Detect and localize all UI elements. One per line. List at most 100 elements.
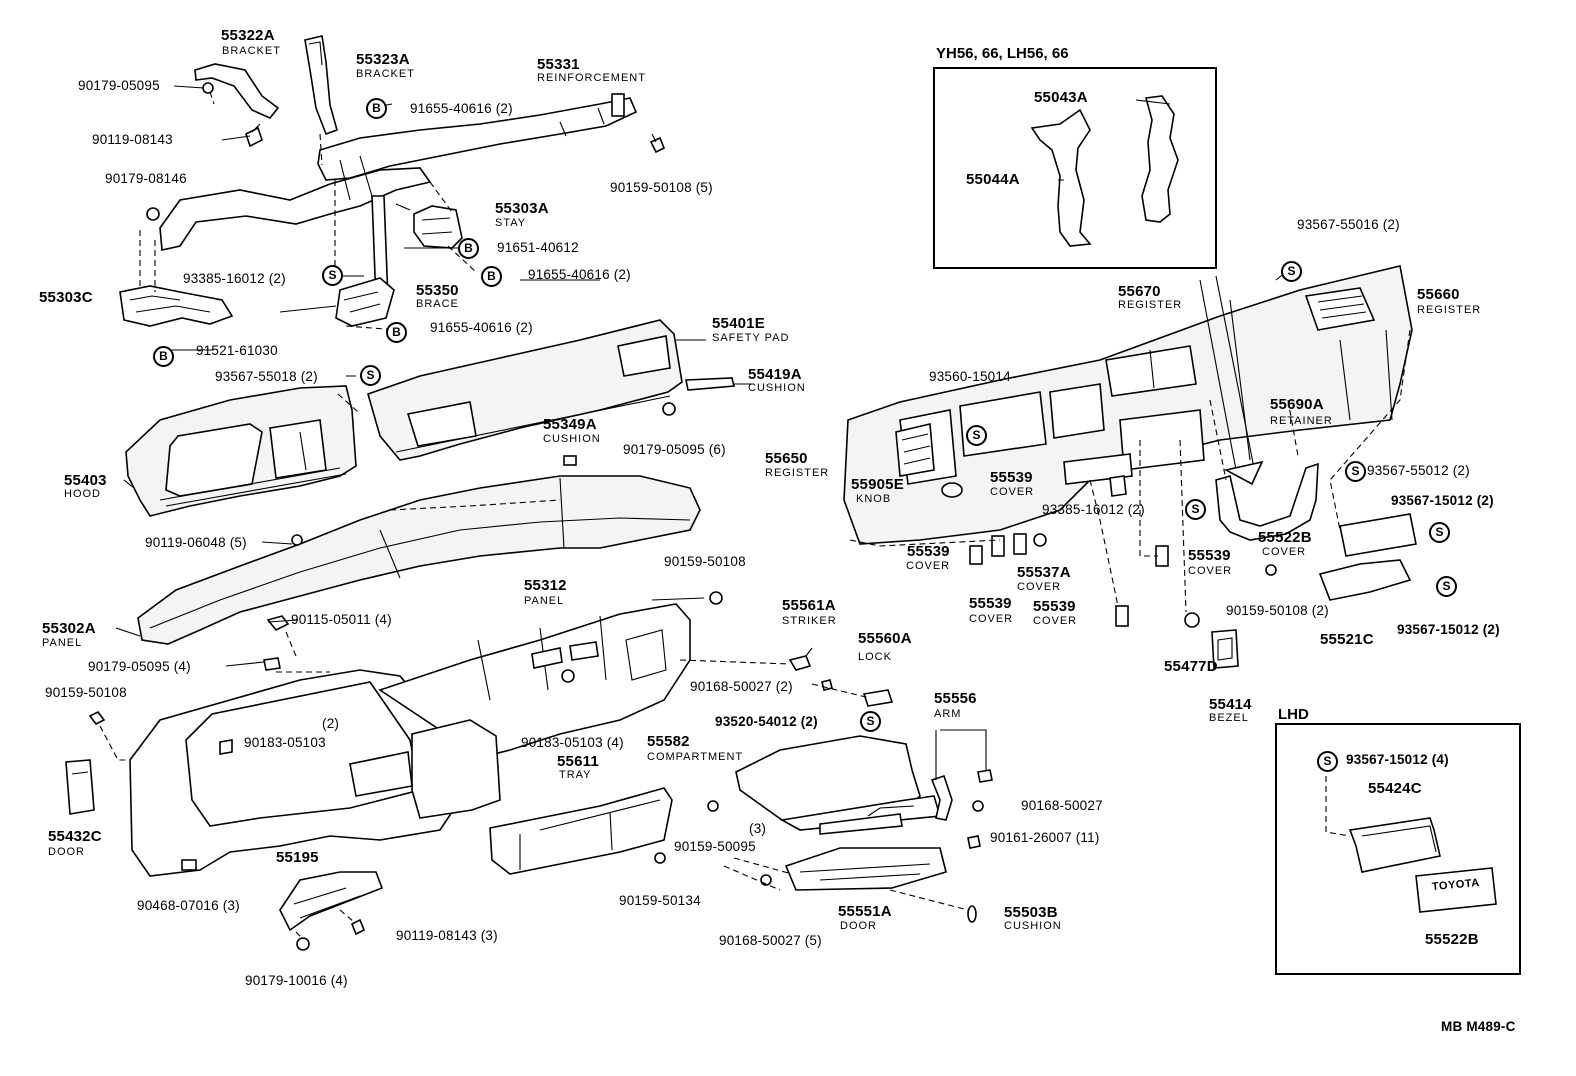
cushion-55503b [967,905,977,923]
bracket-55044a [1030,108,1092,247]
cover-55539-b [969,545,983,565]
label-55650: 55650 [765,450,808,467]
label-panel: PANEL [524,595,565,607]
label-55539: 55539 [1033,598,1076,615]
lock-55560a [862,689,894,707]
label-93385-16012: 93385-16012 (2) [1042,502,1145,517]
cover-55539-f [1115,605,1129,627]
label-90159-50108: 90159-50108 [45,685,127,700]
label-register: REGISTER [1417,304,1482,316]
label-hood: HOOD [64,488,101,500]
label-90161-26007: 90161-26007 (11) [990,830,1100,845]
lhd-box-title: LHD [1278,706,1309,723]
reinforcement-55331-mid [159,167,432,251]
label-93567-15012-4: 93567-15012 (4) [1346,752,1449,767]
b-badge: B [386,322,407,343]
s-badge: S [1429,522,1450,543]
label-55561a: 55561A [782,597,836,614]
cover-55424c [1348,817,1441,873]
label-55424c: 55424C [1368,780,1422,797]
label-90115-05011: 90115-05011 (4) [291,612,392,627]
s-badge: S [1317,751,1338,772]
label-55302a: 55302A [42,620,96,637]
label-90119-06048: 90119-06048 (5) [145,535,247,550]
label-90159-50095: 90159-50095 [674,839,756,854]
variant-box-title: YH56, 66, LH56, 66 [936,45,1069,62]
label-90179-08146: 90179-08146 [105,171,187,186]
label-panel: PANEL [42,637,83,649]
label-arm: ARM [934,708,962,720]
label-93560-15014: 93560-15014 [929,369,1011,384]
yh-box [933,67,1217,269]
label-55582: 55582 [647,733,690,750]
label-90179-05095-4: 90179-05095 (4) [88,659,191,674]
label-bracket: BRACKET [356,68,415,80]
label-cover: COVER [1033,615,1078,627]
label-55419a: 55419A [748,366,802,383]
label-safety-pad: SAFETY PAD [712,332,790,344]
label-90183-05103: 90183-05103 [244,735,326,750]
bracket-55195 [279,871,384,932]
door-55432c [65,759,95,815]
label-91655-40616: 91655-40616 (2) [410,101,513,116]
retainer-55690a [1215,462,1319,541]
s-badge: S [360,365,381,386]
label-cover: COVER [1262,546,1307,558]
label-lock: LOCK [858,651,892,663]
label-55611: 55611 [557,753,599,770]
label-55905e: 55905E [851,476,904,493]
label-93385-16012: 93385-16012 (2) [183,271,286,286]
label-90179-05095-6: 90179-05095 (6) [623,442,726,457]
reinforcement-55331 [317,97,638,181]
label-55521c: 55521C [1320,631,1374,648]
label-reinforcement: REINFORCEMENT [537,72,646,84]
label-55537a: 55537A [1017,564,1071,581]
label-55551a: 55551A [838,903,892,920]
s-badge: S [1345,461,1366,482]
label-brace: BRACE [416,298,459,310]
b-badge: B [481,266,502,287]
bracket-55322a [194,63,280,119]
label-55539: 55539 [990,469,1033,486]
label-93567-55018: 93567-55018 (2) [215,369,318,384]
label-55322a: 55322A [221,27,275,44]
tray-55611 [489,787,673,875]
label-55401e: 55401E [712,315,765,332]
label-cover: COVER [1017,581,1062,593]
label-55539: 55539 [969,595,1012,612]
label-retainer: RETAINER [1270,415,1333,427]
diagram-code: MB M489-C [1441,1019,1516,1034]
label-tray: TRAY [559,769,592,781]
label-90159-50108-5: 90159-50108 (5) [610,180,713,195]
label-bracket: BRACKET [222,45,281,57]
label-90159-50108: 90159-50108 [664,554,746,569]
label-93520-54012: 93520-54012 (2) [715,714,818,729]
label-93567-15012: 93567-15012 (2) [1397,622,1500,637]
label-bezel: BEZEL [1209,712,1249,724]
label-91521-61030: 91521-61030 [196,343,278,358]
cover-55539-d [991,535,1005,557]
label-55432c: 55432C [48,828,102,845]
label-55195: 55195 [276,849,319,866]
register-55660 [1304,287,1376,331]
label-55660: 55660 [1417,286,1460,303]
b-badge: B [153,346,174,367]
knob-55905e [941,482,963,498]
b-badge: B [366,98,387,119]
label-90168-50027-2: 90168-50027 (2) [690,679,793,694]
label-55312: 55312 [524,577,567,594]
label-stay: STAY [495,217,527,229]
bracket-55043a [1141,95,1179,223]
register-55670 [1105,345,1197,397]
instrument-panel-right [843,265,1413,545]
label-90179-05095: 90179-05095 [78,78,160,93]
label-91651-40612: 91651-40612 [497,240,579,255]
label-cover: COVER [906,560,951,572]
label-55522b: 55522B [1425,931,1479,948]
label-55560a: 55560A [858,630,912,647]
door-55551a [784,847,947,891]
label-cover: COVER [969,613,1014,625]
label-55690a: 55690A [1270,396,1324,413]
label-cover: COVER [990,486,1035,498]
